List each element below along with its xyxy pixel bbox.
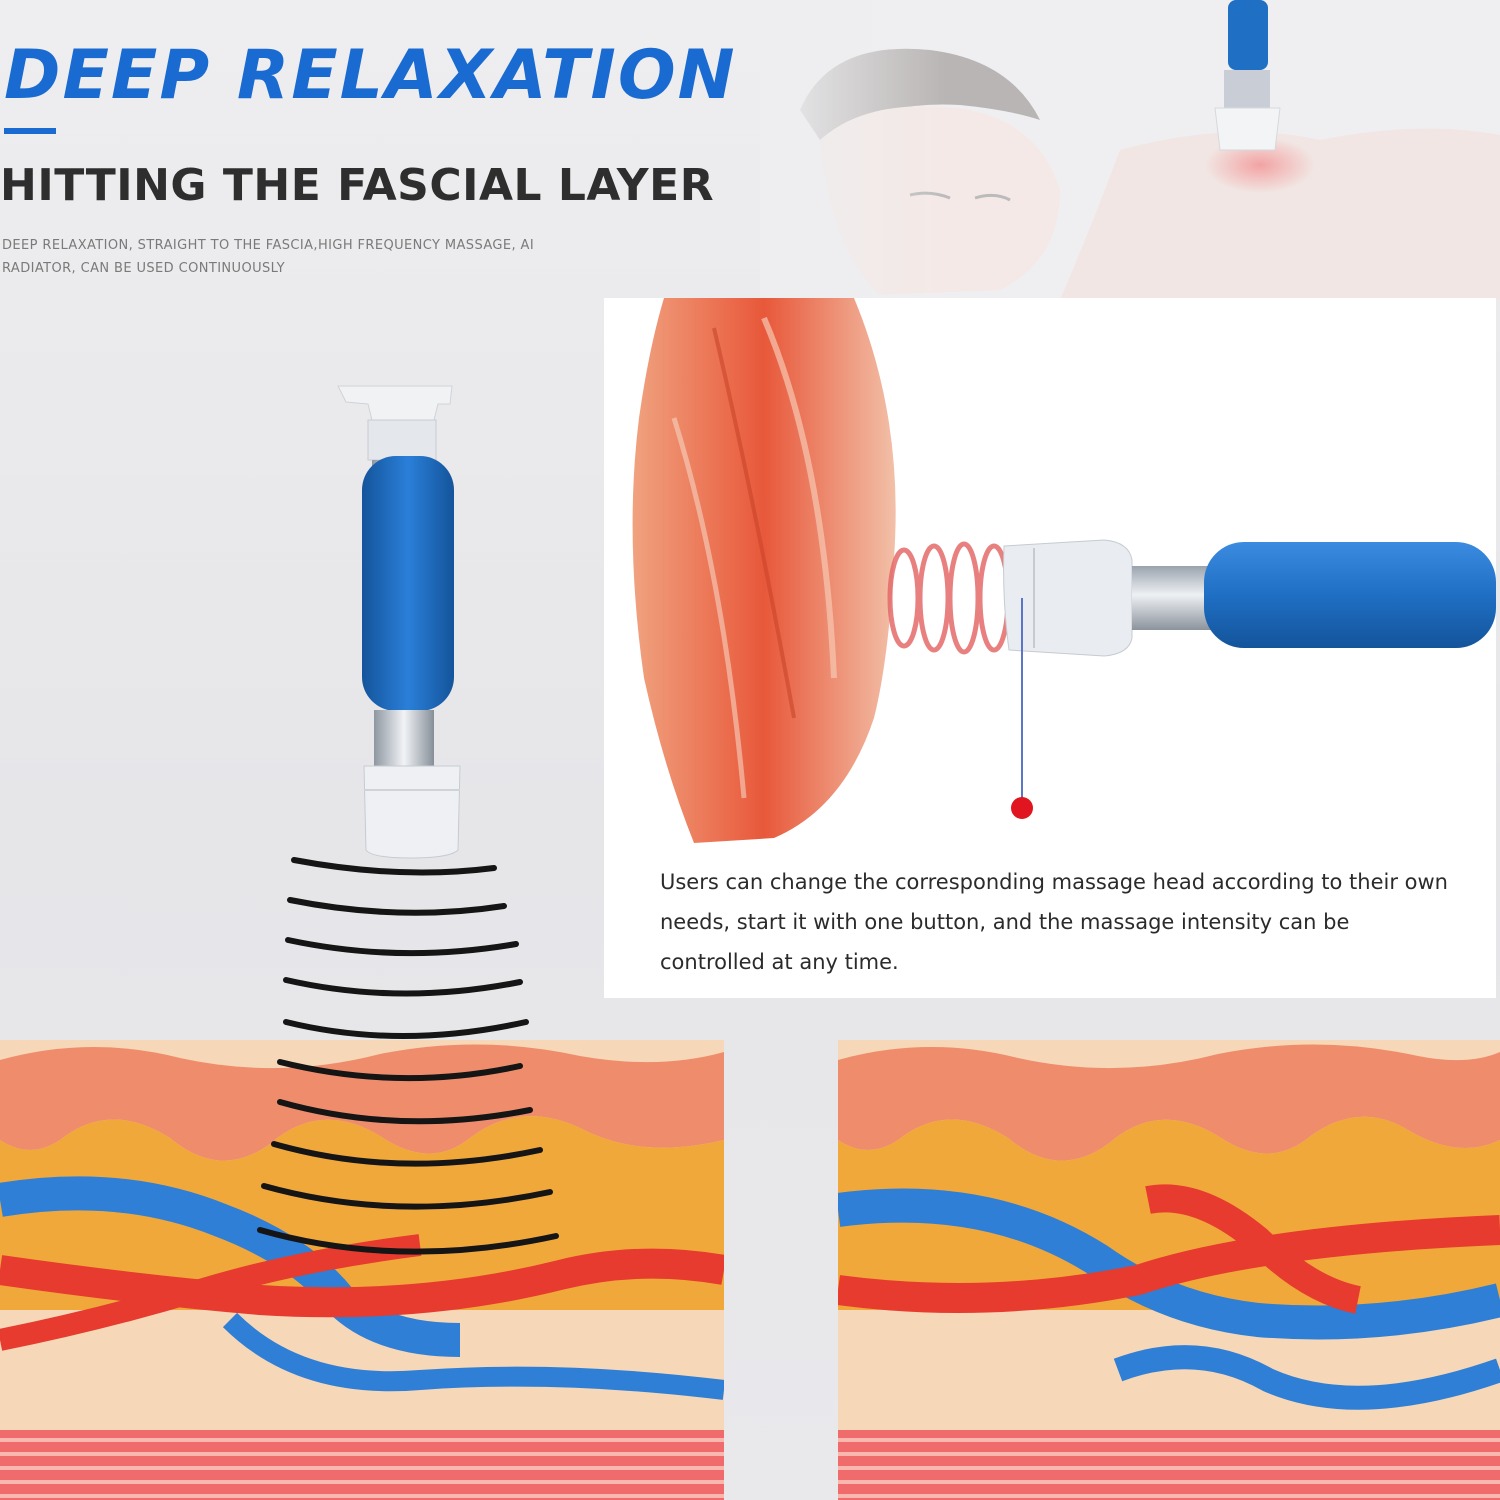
woman-massage-photo bbox=[760, 0, 1500, 300]
vibration-waves bbox=[257, 857, 559, 1255]
small-description: DEEP RELAXATION, STRAIGHT TO THE FASCIA,… bbox=[2, 238, 535, 276]
info-panel bbox=[604, 298, 1496, 998]
tissue-cross-section-left bbox=[0, 1040, 724, 1500]
panel-caption: Users can change the corresponding massa… bbox=[660, 870, 1448, 974]
headline: DEEP RELAXATION bbox=[4, 36, 737, 115]
muscle-illustration bbox=[632, 298, 1496, 843]
red-dot-marker-icon bbox=[1011, 797, 1033, 819]
subheadline: HITTING THE FASCIAL LAYER bbox=[0, 160, 715, 211]
massage-gun-vertical bbox=[337, 385, 461, 859]
headline-accent-bar bbox=[4, 128, 56, 134]
tissue-cross-section-right bbox=[838, 1040, 1500, 1500]
